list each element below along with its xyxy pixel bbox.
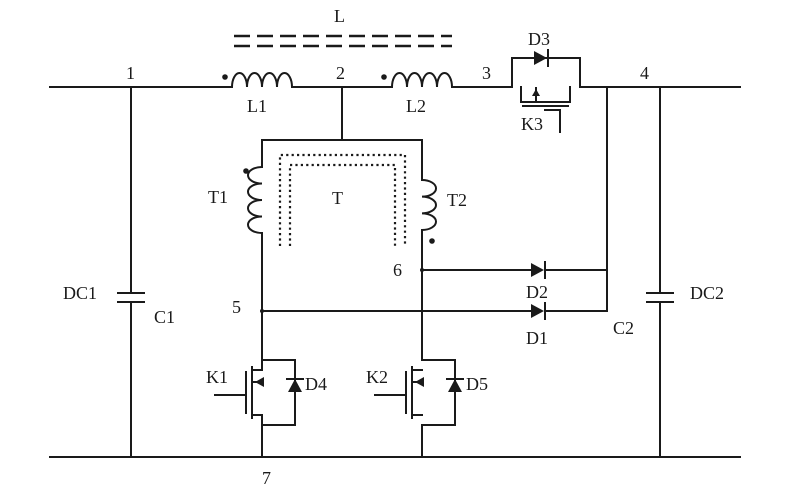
l2-polarity-dot xyxy=(381,74,387,80)
label-k3: K3 xyxy=(521,114,543,134)
label-l2: L2 xyxy=(406,96,426,116)
label-c1: C1 xyxy=(154,307,175,327)
label-d5: D5 xyxy=(466,374,488,394)
label-t2: T2 xyxy=(447,190,467,210)
label-d3: D3 xyxy=(528,29,550,49)
diode-d4 xyxy=(286,378,304,392)
capacitor-c1 xyxy=(117,86,145,458)
label-k1: K1 xyxy=(206,367,228,387)
junction-node-6 xyxy=(420,268,424,272)
l1-polarity-dot xyxy=(222,74,228,80)
label-k2: K2 xyxy=(366,367,388,387)
winding-t1 xyxy=(247,165,264,235)
label-node-4: 4 xyxy=(640,63,649,83)
label-dc2: DC2 xyxy=(690,283,724,303)
coupled-inductor-core xyxy=(234,34,452,48)
label-node-1: 1 xyxy=(126,63,135,83)
junction-node-5 xyxy=(260,309,264,313)
t2-polarity-dot xyxy=(429,238,435,244)
switch-k2 xyxy=(374,359,456,458)
switch-k1 xyxy=(214,359,296,458)
capacitor-c2 xyxy=(646,86,674,458)
diode-d3 xyxy=(534,49,549,67)
label-node-7: 7 xyxy=(262,468,271,487)
t1-polarity-dot xyxy=(243,168,249,174)
inductor-l1 xyxy=(230,72,294,89)
label-t: T xyxy=(332,188,343,208)
label-c2: C2 xyxy=(613,318,634,338)
diode-d2 xyxy=(421,261,608,279)
label-t1: T1 xyxy=(208,187,228,207)
label-d4: D4 xyxy=(305,374,327,394)
label-node-5: 5 xyxy=(232,297,241,317)
diode-d5 xyxy=(446,378,464,392)
transformer-frame xyxy=(261,86,423,361)
label-node-2: 2 xyxy=(336,63,345,83)
label-l1: L1 xyxy=(247,96,267,116)
label-node-3: 3 xyxy=(482,63,491,83)
label-node-6: 6 xyxy=(393,260,402,280)
label-d2: D2 xyxy=(526,282,548,302)
diode-d1 xyxy=(261,302,608,320)
inductor-l2 xyxy=(390,72,454,89)
winding-t2 xyxy=(420,178,437,232)
label-d1: D1 xyxy=(526,328,548,348)
label-dc1: DC1 xyxy=(63,283,97,303)
label-l: L xyxy=(334,6,345,26)
switch-k3 xyxy=(511,57,581,133)
